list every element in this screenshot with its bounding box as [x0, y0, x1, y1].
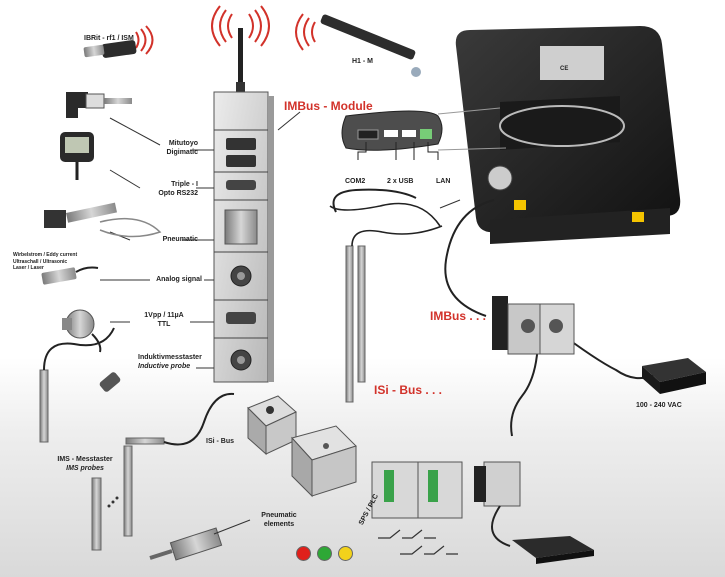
label-lan: LAN	[436, 178, 451, 185]
encoder	[62, 309, 102, 353]
power-supply	[642, 358, 706, 394]
pneumatic-elements-module	[291, 425, 357, 498]
ims-probes	[91, 392, 235, 551]
label-mitutoyo: Mitutoyo Digimatic	[166, 140, 198, 158]
label-inductive: Induktivmesstaster Inductive probe	[138, 354, 202, 372]
plc-relay-modules	[371, 461, 463, 519]
label-usb: 2 x USB	[387, 178, 414, 185]
label-wirbel-line3: Laser / Laser	[13, 265, 44, 271]
label-imbus-big: IMBus . . .	[430, 309, 487, 323]
switch-symbols	[378, 529, 458, 555]
triple-i-device	[60, 132, 94, 180]
label-power: 100 - 240 VAC	[636, 402, 682, 409]
foot-switch-adapter	[474, 461, 594, 564]
connector-panel	[341, 110, 443, 151]
imbus-adapters	[492, 296, 575, 355]
label-mitutoyo-line2: Digimatic	[166, 148, 198, 156]
label-ims-line1: IMS - Messtaster	[57, 456, 113, 463]
yellow-signal-lamp	[338, 546, 353, 561]
label-imbus-module: IMBus - Module	[284, 99, 373, 113]
label-pneu-el-line2: elements	[263, 520, 295, 528]
label-triple-i: Triple - I Opto RS232	[158, 181, 198, 199]
pneumatic-cylinder	[149, 519, 251, 561]
label-induktiv-line1: Induktivmesstaster	[138, 354, 202, 361]
label-ce: CE	[560, 66, 569, 72]
label-h1m: H1 - M	[352, 58, 373, 65]
label-ims-probes: IMS - Messtaster IMS probes	[50, 456, 120, 474]
label-pneumatic: Pneumatic	[162, 236, 198, 243]
leader-device	[439, 199, 461, 209]
label-1vpp: 1Vpp / 11µA TTL	[138, 312, 190, 330]
label-wirbel-line1: Wirbelstrom / Eddy current	[13, 252, 78, 258]
imbus-module-stack	[213, 91, 274, 383]
label-triple-line1: Triple - I	[171, 181, 198, 188]
label-wirbelstrom: Wirbelstrom / Eddy current Ultraschall /…	[13, 252, 77, 272]
green-signal-lamp	[317, 546, 332, 561]
isi-bus-module	[247, 395, 297, 456]
mitutoyo-caliper	[66, 92, 132, 118]
label-triple-line2: Opto RS232	[158, 189, 198, 197]
label-isi-bus-small: ISi - Bus	[206, 438, 235, 445]
label-com2: COM2	[345, 178, 366, 185]
label-induktiv-line2: Inductive probe	[138, 362, 191, 370]
label-ims-line2: IMS probes	[66, 464, 104, 472]
label-pneu-el-line1: Pneumatic	[261, 512, 297, 519]
label-mitutoyo-line1: Mitutoyo	[168, 140, 198, 147]
red-signal-lamp	[296, 546, 311, 561]
isi-bus-probes	[329, 202, 443, 403]
inductive-probe	[39, 327, 121, 443]
label-vpp-line1: 1Vpp / 11µA	[144, 312, 184, 319]
eddy-current-sensor	[41, 266, 99, 285]
label-isi-bus-big: ISi - Bus . . .	[374, 383, 443, 397]
label-analog: Analog signal	[156, 276, 202, 283]
label-vpp-line2: TTL	[157, 320, 171, 328]
label-ibrit: IBRit - rf1 / ISM	[84, 35, 134, 42]
label-wirbel-line2: Ultraschall / Ultrasonic	[13, 258, 68, 265]
callout-lines	[437, 107, 507, 151]
radio-waves-ibrit	[135, 25, 154, 55]
connector-arrows	[357, 142, 439, 160]
ibrit-rf-device	[83, 40, 137, 58]
label-pneumatic-elements: Pneumatic elements	[254, 512, 304, 530]
leader-lines	[100, 111, 301, 369]
radio-waves-h1m	[295, 13, 316, 51]
pneumatic-probe	[44, 202, 162, 238]
antenna	[211, 5, 270, 92]
main-display-unit	[455, 26, 681, 244]
h1-m-probe	[320, 14, 421, 77]
